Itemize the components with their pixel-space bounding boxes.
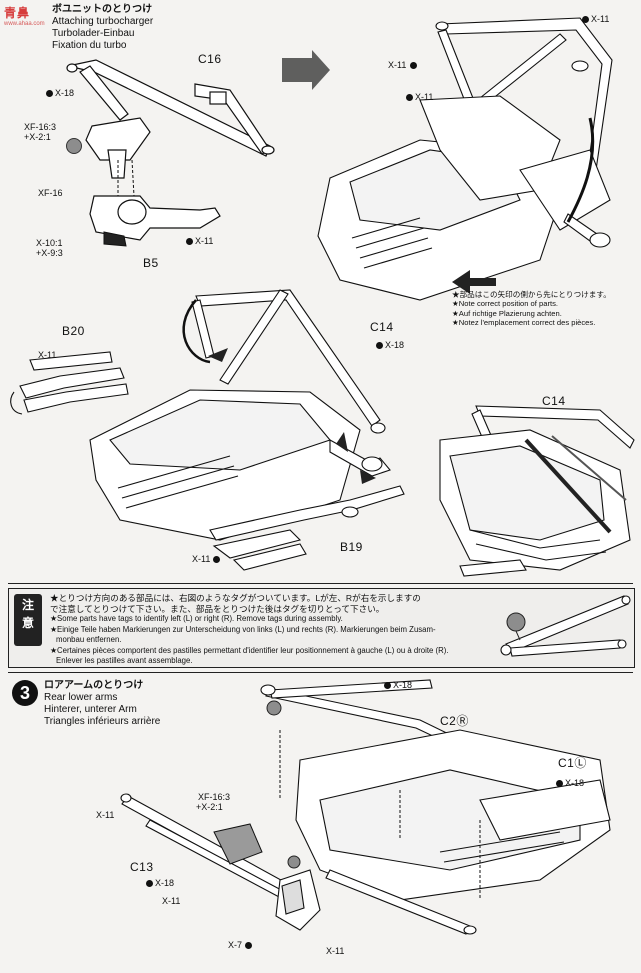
part-c13: C13: [130, 860, 154, 874]
part-c14-a: C14: [370, 320, 394, 334]
part-c1-l: C1Ⓛ: [558, 756, 587, 770]
label-x11-step3-b: X-11: [162, 896, 181, 906]
label-x11-mid-a: X-11: [38, 350, 57, 360]
part-c16: C16: [198, 52, 222, 66]
divider-bottom: [8, 672, 633, 673]
step3-title-jp: ロアアームのとりつけ: [44, 680, 144, 691]
paint-xf-disc: [66, 138, 82, 154]
label-x18-step3-b: X-18: [556, 778, 584, 788]
step3-title: ロアアームのとりつけ Rear lower arms Hinterer, unt…: [44, 680, 160, 728]
label-x11-mid-b: X-11: [192, 554, 222, 564]
divider-top: [8, 583, 633, 584]
position-note-en: ★Note correct position of parts.: [452, 299, 558, 309]
label-x11-top-right-c: X-11: [406, 92, 433, 102]
caution-jp-1: ★とりつけ方向のある部品には、右図のようなタグがついています。Lが左、Rが右を示…: [50, 593, 421, 603]
label-x18-top: X-18: [46, 88, 74, 98]
label-x7-step3: X-7: [228, 940, 254, 950]
position-note-jp: ★部品はこの矢印の側から先にとりつけます。: [452, 290, 611, 299]
label-x18-step3-c: X-18: [146, 878, 174, 888]
part-b5: B5: [143, 256, 159, 270]
caution-fr-2: Enlever les pastilles avant assemblage.: [56, 656, 193, 665]
label-xf16: XF-16: [38, 188, 63, 198]
caution-badge: 注意: [14, 594, 42, 646]
watermark-text: 青鼻: [4, 6, 31, 20]
turbo-title-en: Attaching turbocharger: [52, 16, 154, 27]
label-x11-step3-c: X-11: [326, 946, 345, 956]
label-x11-top-right-b: X-11: [388, 60, 419, 70]
label-x11-step3-a: X-11: [96, 810, 115, 820]
label-xf16-3-step3: XF-16:3: [198, 792, 231, 802]
caution-en-1: ★Some parts have tags to identify left (…: [50, 614, 343, 623]
label-x10-1: X-10:1: [36, 238, 63, 248]
turbo-title-jp: ボユニットのとりつけ: [52, 4, 153, 15]
label-x9-3: +X-9:3: [36, 248, 63, 258]
caution-notes: ★とりつけ方向のある部品には、右図のようなタグがついています。Lが左、Rが右を示…: [50, 593, 449, 667]
label-x11-top-left: X-11: [186, 236, 213, 246]
caution-de-1: ★Einige Teile haben Markierungen zur Unt…: [50, 624, 436, 634]
part-b19: B19: [340, 540, 363, 554]
turbo-title-fr: Fixation du turbo: [52, 40, 127, 51]
watermark-logo: 青鼻 www.ahaa.com: [4, 4, 45, 27]
caution-fr-1: ★Certaines pièces comportent des pastill…: [50, 645, 449, 655]
position-note: ★部品はこの矢印の側から先にとりつけます。 ★Note correct posi…: [452, 290, 611, 328]
position-note-de: ★Auf richtige Plazierung achten.: [452, 308, 562, 318]
part-b20: B20: [62, 324, 85, 338]
watermark-url: www.ahaa.com: [4, 21, 45, 27]
label-x2-1: +X-2:1: [24, 132, 51, 142]
step-number-badge: 3: [12, 680, 38, 706]
part-c2-r: C2Ⓡ: [440, 714, 469, 728]
label-x11-top-right-a: X-11: [582, 14, 609, 24]
label-x18-step3-a: X-18: [384, 680, 412, 690]
step3-title-de: Hinterer, unterer Arm: [44, 704, 137, 715]
step3-title-fr: Triangles inférieurs arrière: [44, 716, 161, 727]
part-c14-b: C14: [542, 394, 566, 408]
position-note-fr: ★Notez l'emplacement correct des pièces.: [452, 318, 596, 328]
label-xf16-3: XF-16:3: [24, 122, 57, 132]
caution-jp-2: で注意してとりつけて下さい。また、部品をとりつけた後はタグを切りとって下さい。: [50, 603, 385, 614]
turbo-title-de: Turbolader-Einbau: [52, 28, 135, 39]
step3-title-en: Rear lower arms: [44, 692, 118, 703]
turbo-step-title: ボユニットのとりつけ Attaching turbocharger Turbol…: [52, 4, 153, 52]
caution-de-2: monbau entfernen.: [56, 635, 122, 644]
label-x18-mid: X-18: [376, 340, 404, 350]
label-x2-1-step3: +X-2:1: [196, 802, 223, 812]
